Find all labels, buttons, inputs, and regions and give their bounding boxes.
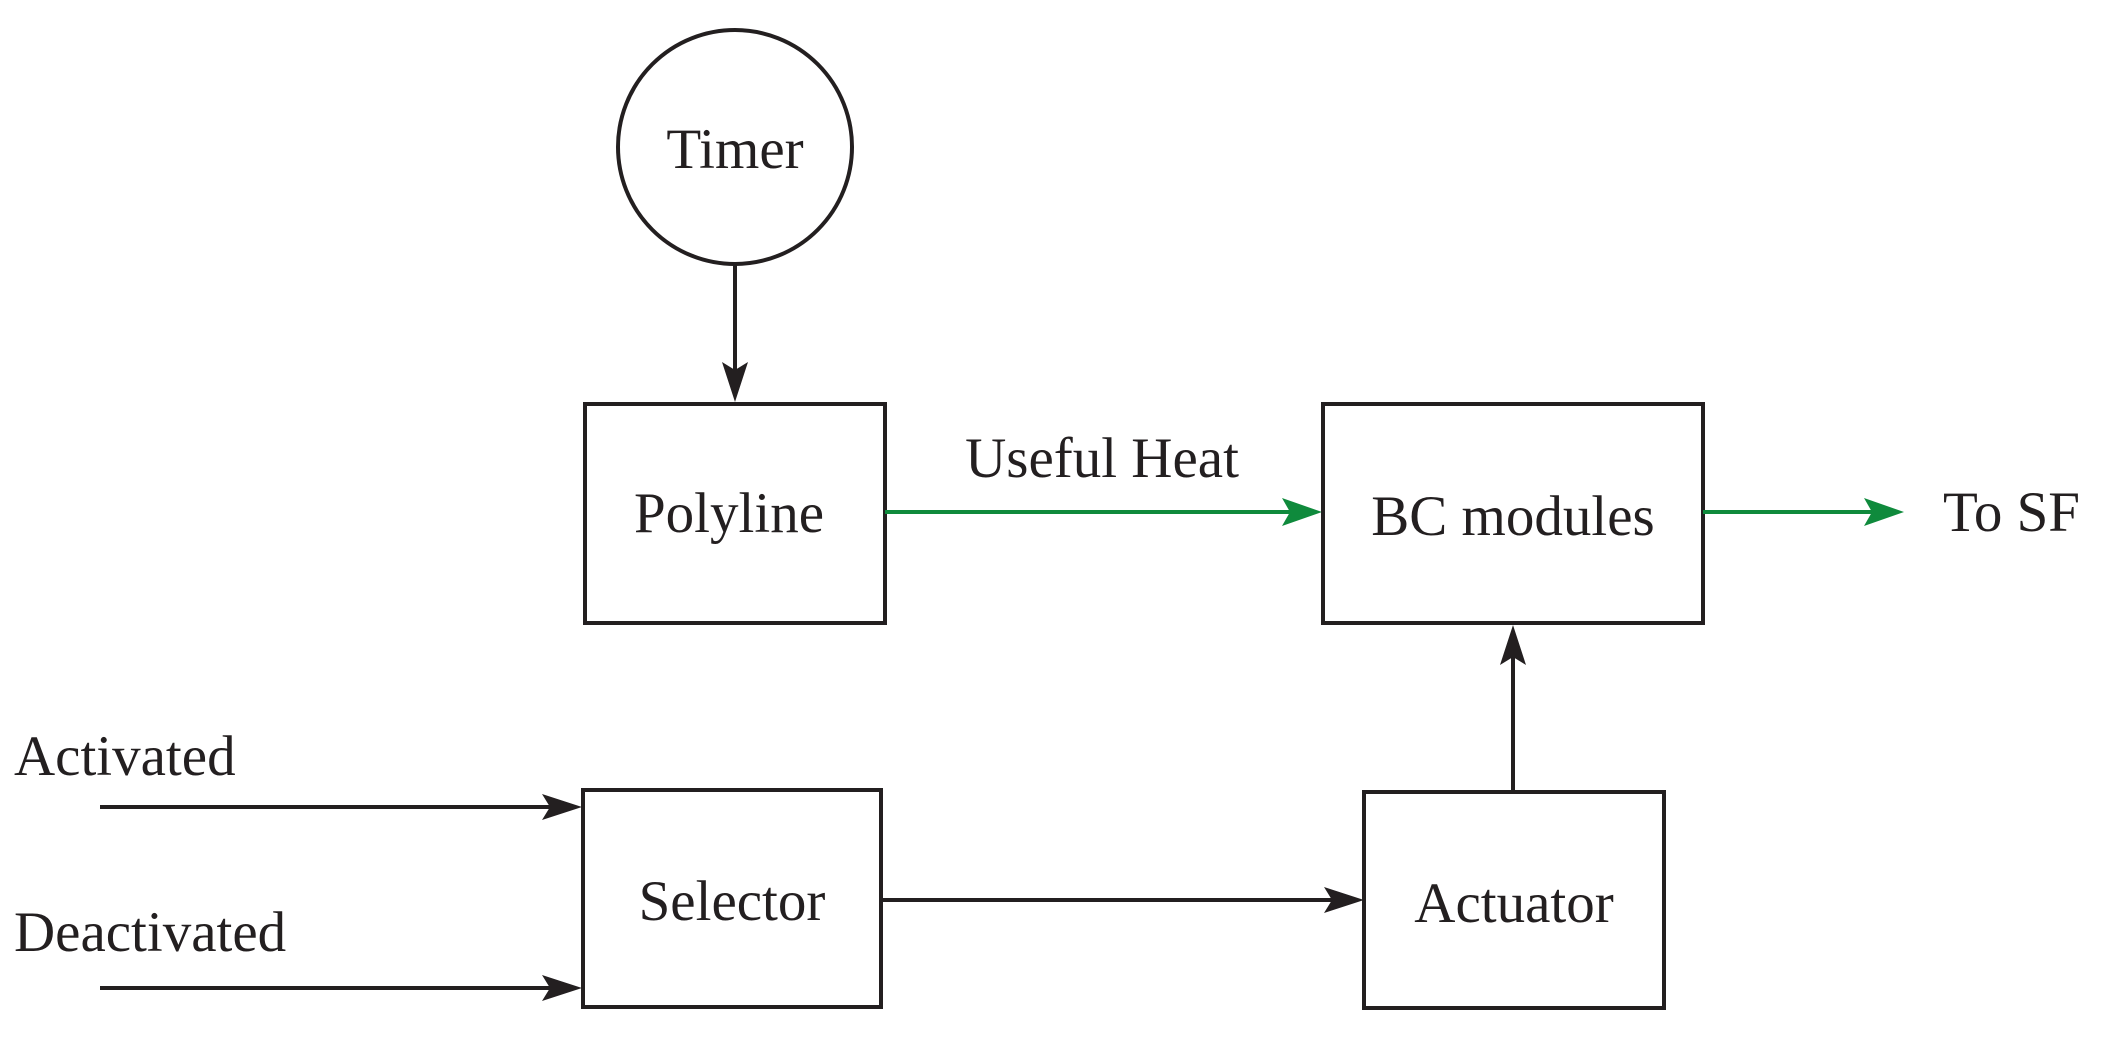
to-sf-label: To SF: [1943, 481, 2080, 544]
useful-heat-label: Useful Heat: [965, 427, 1239, 490]
timer-node: Timer: [616, 28, 854, 266]
timer-to-polyline-arrow: [722, 264, 748, 402]
actuator-box: [1362, 790, 1666, 1010]
activated-arrow: [100, 794, 582, 820]
deactivated-label: Deactivated: [14, 901, 286, 964]
selector-node: Selector: [581, 788, 883, 1009]
selector-label: Selector: [639, 870, 826, 933]
actuator-to-bc-modules-arrow: [1500, 625, 1526, 792]
actuator-node: Actuator: [1362, 790, 1666, 1010]
bc-modules-node: BC modules: [1321, 402, 1705, 625]
polyline-box: [583, 402, 887, 625]
polyline-label: Polyline: [634, 482, 824, 545]
deactivated-arrow: [100, 975, 582, 1001]
activated-label: Activated: [14, 725, 236, 788]
polyline-node: Polyline: [583, 402, 887, 625]
selector-to-actuator-arrow: [881, 887, 1364, 913]
bc-modules-label: BC modules: [1371, 485, 1654, 548]
actuator-label: Actuator: [1414, 872, 1613, 935]
bc-modules-box: [1321, 402, 1705, 625]
to-sf-arrow: [1703, 498, 1904, 526]
timer-label: Timer: [666, 118, 803, 181]
useful-heat-arrow: [885, 498, 1322, 526]
